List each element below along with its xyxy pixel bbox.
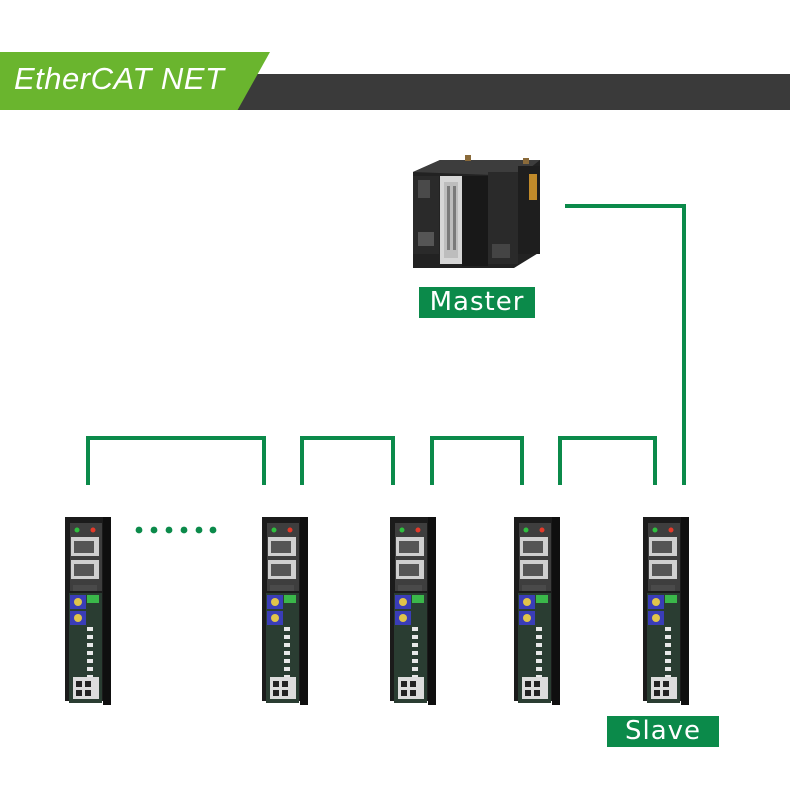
cable-slave-3-to-slave-4 (430, 436, 524, 485)
ethercat-cables (86, 204, 686, 485)
cable-slave-4-to-slave-5 (558, 436, 657, 485)
cable-slave-1-to-slave-2 (86, 436, 266, 485)
cable-master-to-slave-5 (565, 204, 686, 485)
servo-drive-icon (390, 517, 436, 705)
cable-slave-2-to-slave-3 (300, 436, 395, 485)
header-banner: EtherCAT NET (0, 52, 790, 110)
slave-label: Slave (607, 716, 719, 747)
dots-ellipsis-icon (135, 526, 217, 534)
header-green-tab (0, 52, 270, 110)
page-title: EtherCAT NET (14, 61, 225, 96)
servo-drive-icon (262, 517, 308, 705)
servo-drive-icon (514, 517, 560, 705)
plc-controller-icon (413, 155, 540, 268)
master-label: Master (419, 287, 535, 318)
servo-drive-icon (643, 517, 689, 705)
servo-drive-icon (65, 517, 111, 705)
